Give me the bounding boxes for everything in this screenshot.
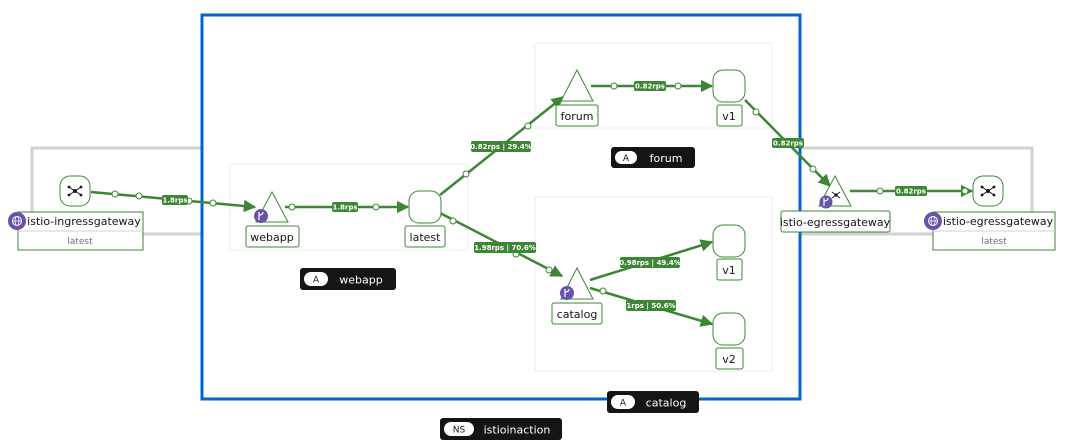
network-hub-icon xyxy=(67,185,83,197)
node-webapp-latest[interactable]: latest xyxy=(404,190,446,248)
svg-text:1rps | 50.6%: 1rps | 50.6% xyxy=(626,302,675,311)
node-catalog-service[interactable]: catalog xyxy=(551,266,603,325)
globe-icon xyxy=(924,212,942,230)
node-forum-v1[interactable]: v1 xyxy=(712,69,746,127)
svg-text:1.8rps: 1.8rps xyxy=(162,197,187,205)
svg-text:0.82rps: 0.82rps xyxy=(773,140,803,148)
namespace-badge: NS xyxy=(453,426,466,436)
network-hub-icon xyxy=(980,185,996,197)
svg-text:0.98rps | 49.4%: 0.98rps | 49.4% xyxy=(619,259,681,268)
node-label: webapp xyxy=(250,231,293,244)
namespace-label[interactable]: NS istioinaction xyxy=(440,418,562,440)
virtual-service-icon xyxy=(560,286,574,300)
node-forum-service[interactable]: forum xyxy=(555,68,599,127)
edge-label-webapp-latest[interactable]: 1.8rps xyxy=(332,202,358,212)
app-label-catalog[interactable]: A catalog xyxy=(607,391,699,413)
virtual-service-icon xyxy=(254,209,268,223)
network-hub-icon xyxy=(831,191,841,199)
node-label: v2 xyxy=(722,353,736,366)
app-name: webapp xyxy=(339,274,382,287)
node-version: latest xyxy=(981,237,1007,247)
edge-label-latest-catalog[interactable]: 1.98rps | 70.6% xyxy=(474,242,536,253)
node-catalog-v2[interactable]: v2 xyxy=(712,312,746,370)
node-label: catalog xyxy=(557,308,598,321)
svg-text:1.98rps | 70.6%: 1.98rps | 70.6% xyxy=(474,244,536,253)
edge-label-catalog-v1[interactable]: 0.98rps | 49.4% xyxy=(619,257,681,268)
node-ingressgateway[interactable]: istio-ingressgateway latest xyxy=(8,175,144,251)
edge-label-latest-forum[interactable]: 0.82rps | 29.4% xyxy=(470,141,532,152)
node-label: v1 xyxy=(722,264,736,277)
app-badge: A xyxy=(623,154,630,164)
edge-label-v1-egress[interactable]: 0.82rps xyxy=(772,138,804,148)
namespace-name: istioinaction xyxy=(484,424,551,437)
edge-label-forum-v1[interactable]: 0.82rps xyxy=(634,81,666,91)
node-egress-workload[interactable]: istio-egressgateway latest xyxy=(924,175,1056,251)
svg-text:1.8rps: 1.8rps xyxy=(332,204,357,212)
app-badge: A xyxy=(620,399,627,409)
node-label: istio-ingressgateway xyxy=(27,215,141,228)
svg-text:0.82rps: 0.82rps xyxy=(635,83,665,91)
svg-text:0.82rps | 29.4%: 0.82rps | 29.4% xyxy=(470,143,532,152)
node-webapp-service[interactable]: webapp xyxy=(245,190,300,248)
app-name: forum xyxy=(650,152,683,165)
edge-label-egress-egress[interactable]: 0.82rps xyxy=(895,186,927,196)
node-label: v1 xyxy=(722,110,736,123)
node-label: latest xyxy=(410,231,442,244)
edge-label-catalog-v2[interactable]: 1rps | 50.6% xyxy=(626,300,676,311)
node-label: istio-egressgateway xyxy=(780,216,891,229)
node-label: forum xyxy=(561,110,594,123)
app-label-webapp[interactable]: A webapp xyxy=(300,268,396,290)
globe-icon xyxy=(8,212,26,230)
node-label: istio-egressgateway xyxy=(943,215,1054,228)
svg-text:0.82rps: 0.82rps xyxy=(896,188,926,196)
app-label-forum[interactable]: A forum xyxy=(611,147,695,168)
edge-label-ingress-webapp[interactable]: 1.8rps xyxy=(162,195,188,205)
node-egress-service[interactable]: istio-egressgateway xyxy=(780,174,891,233)
app-badge: A xyxy=(313,276,320,286)
node-catalog-v1[interactable]: v1 xyxy=(712,224,746,281)
app-name: catalog xyxy=(646,397,687,410)
virtual-service-icon xyxy=(819,195,833,209)
node-version: latest xyxy=(67,237,93,247)
